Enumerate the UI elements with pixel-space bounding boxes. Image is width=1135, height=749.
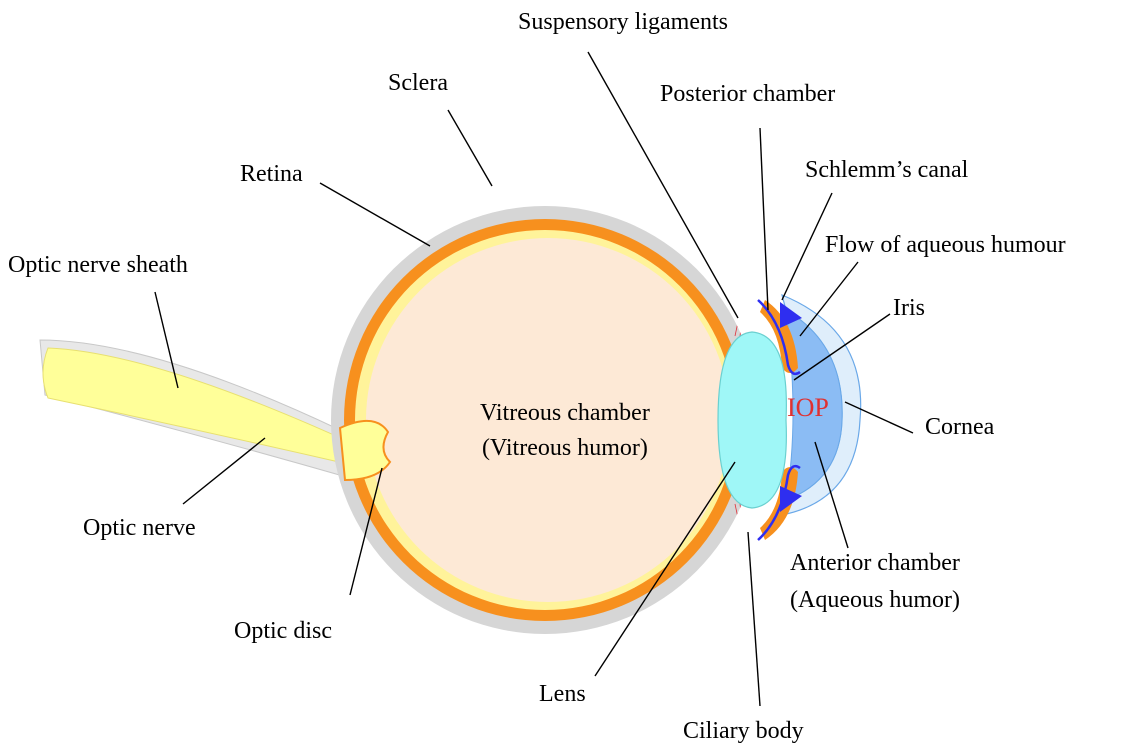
- label-anterior-line1: Anterior chamber: [790, 550, 960, 576]
- leader-ciliary-body: [748, 532, 760, 706]
- label-sclera: Sclera: [388, 70, 448, 96]
- label-cornea: Cornea: [925, 414, 995, 440]
- label-optic-nerve-sheath: Optic nerve sheath: [8, 252, 188, 278]
- leader-optic-nerve: [183, 438, 265, 504]
- label-anterior-line2: (Aqueous humor): [790, 587, 960, 613]
- leader-posterior-chamber: [760, 128, 768, 310]
- lens-shape: [718, 332, 786, 508]
- optic-disc-shape: [340, 421, 390, 480]
- label-retina: Retina: [240, 161, 303, 187]
- label-vitreous-line1: Vitreous chamber: [480, 400, 650, 426]
- label-iris: Iris: [893, 295, 925, 321]
- label-lens: Lens: [539, 681, 586, 707]
- optic-nerve-group: [40, 340, 352, 478]
- label-iop: IOP: [787, 393, 829, 422]
- label-optic-nerve: Optic nerve: [83, 515, 196, 541]
- leader-sclera: [448, 110, 492, 186]
- label-flow-aqueous: Flow of aqueous humour: [825, 232, 1066, 258]
- optic-nerve-shape: [43, 348, 352, 465]
- leader-retina: [320, 183, 430, 246]
- label-ciliary-body: Ciliary body: [683, 718, 804, 744]
- label-suspensory-ligaments: Suspensory ligaments: [518, 9, 728, 35]
- label-schlemms-canal: Schlemm’s canal: [805, 157, 969, 183]
- label-vitreous-line2: (Vitreous humor): [482, 435, 648, 461]
- label-optic-disc: Optic disc: [234, 618, 332, 644]
- label-posterior-chamber: Posterior chamber: [660, 81, 835, 107]
